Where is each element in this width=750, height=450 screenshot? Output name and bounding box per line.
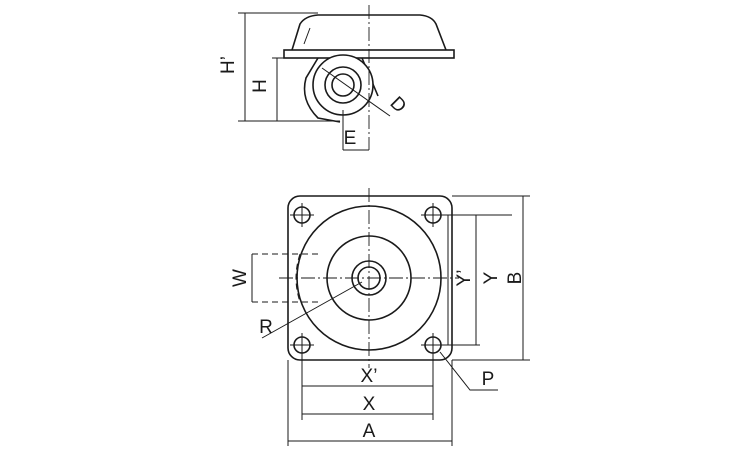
side-view: H’ H D E — [218, 5, 455, 151]
side-fork — [303, 57, 341, 123]
side-axle — [331, 73, 355, 97]
label-h: H — [250, 79, 271, 93]
r-leader-line — [261, 281, 363, 339]
label-x-prime: X’ — [361, 366, 378, 387]
top-view: W R Y’ Y B P X’ X A — [230, 188, 530, 446]
label-p: P — [482, 369, 495, 390]
label-r: R — [259, 317, 273, 338]
label-w: W — [230, 269, 251, 287]
label-b: B — [505, 272, 526, 285]
label-y: Y — [481, 271, 502, 284]
label-d: D — [386, 93, 411, 118]
label-y-prime: Y’ — [454, 270, 475, 287]
side-housing-edge — [303, 27, 311, 45]
d-leader-line — [321, 67, 391, 117]
side-wheel — [312, 54, 374, 116]
label-h-prime: H’ — [218, 56, 239, 74]
hidden-wheel-arc — [295, 253, 301, 303]
mounting-hole-top-left — [290, 203, 314, 227]
label-e: E — [344, 128, 357, 149]
p-leader-line — [439, 351, 498, 391]
label-x: X — [363, 394, 376, 415]
side-wheel-hub — [324, 66, 362, 104]
label-a: A — [363, 421, 376, 442]
